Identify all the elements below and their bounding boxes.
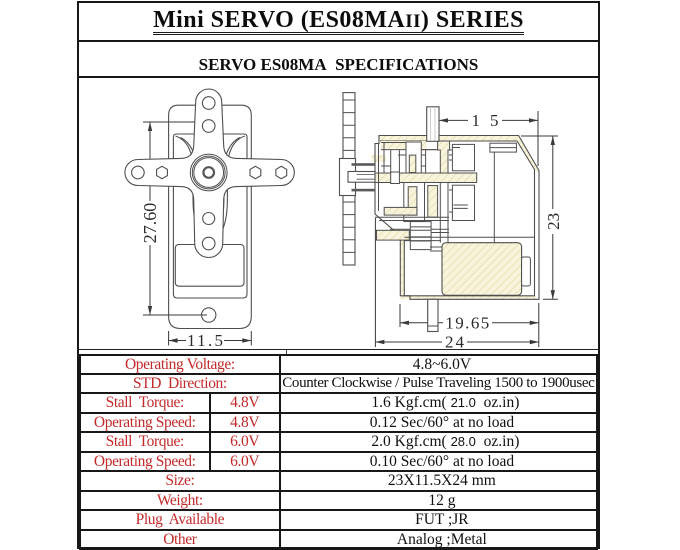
svg-text:24: 24 bbox=[445, 333, 465, 349]
svg-text:11.5: 11.5 bbox=[187, 331, 223, 349]
svg-text:23: 23 bbox=[544, 213, 563, 230]
svg-text:15: 15 bbox=[472, 111, 499, 130]
svg-text:19.65: 19.65 bbox=[445, 313, 489, 332]
svg-text:27.60: 27.60 bbox=[140, 203, 160, 244]
